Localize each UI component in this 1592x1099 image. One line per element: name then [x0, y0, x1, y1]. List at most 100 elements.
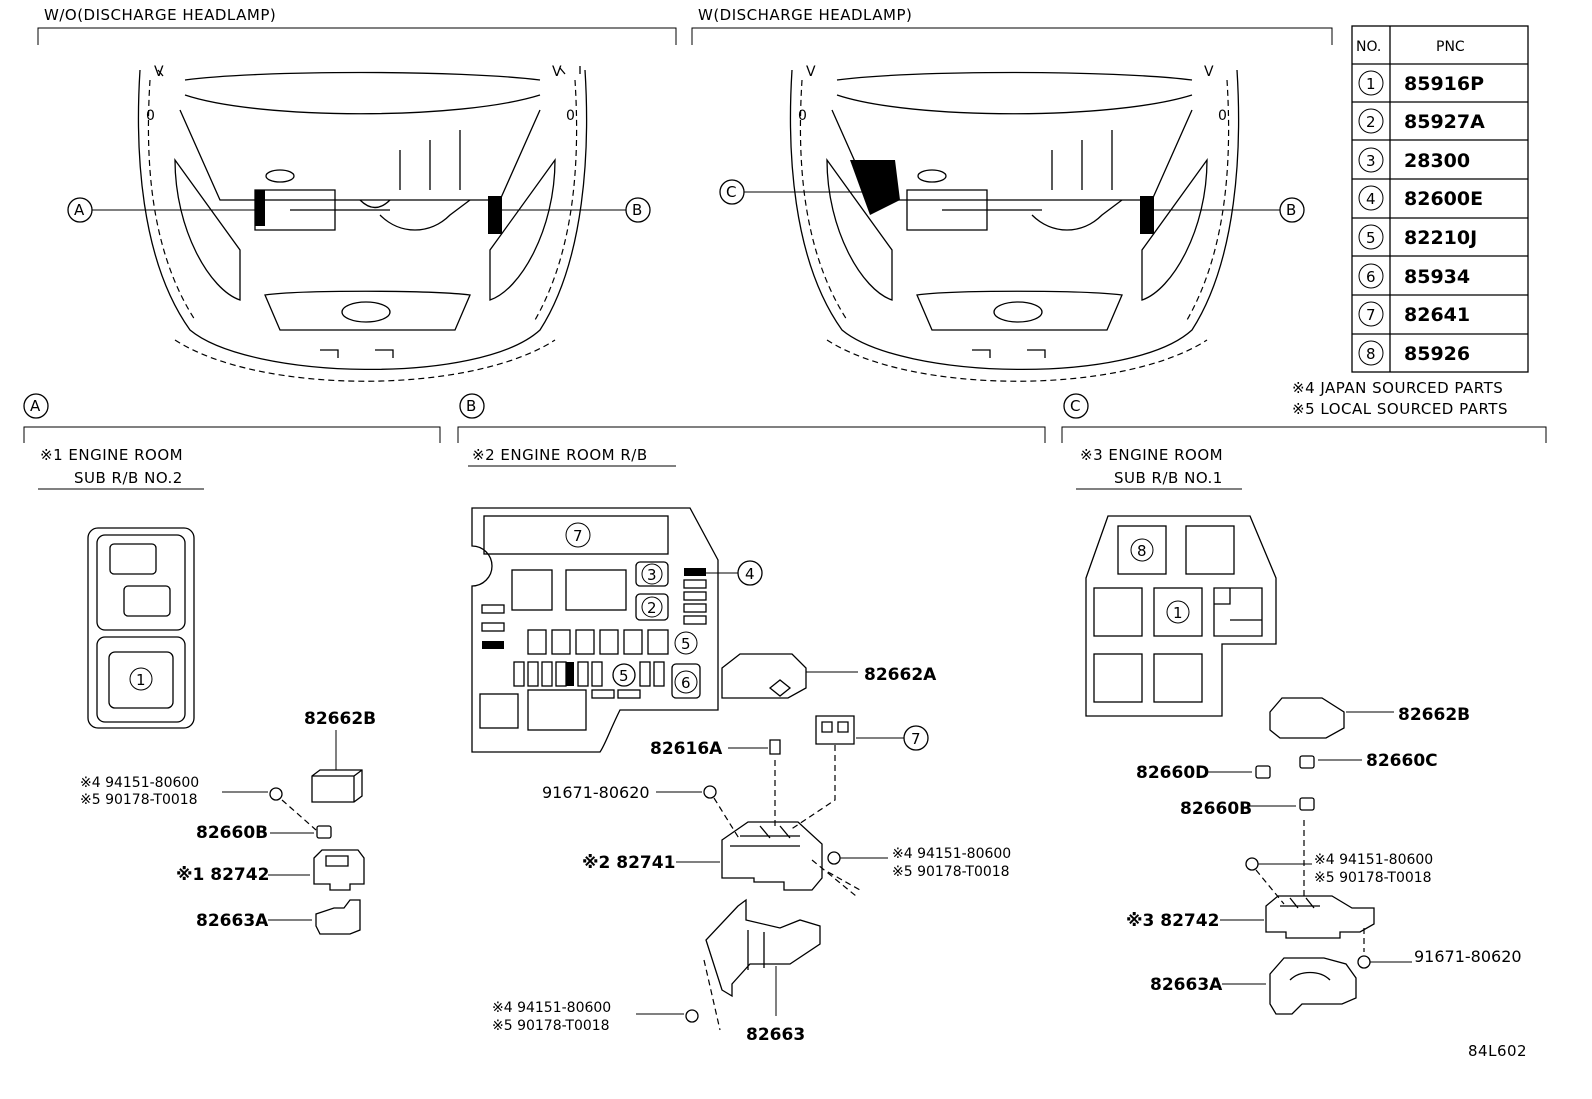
callout-a-label: A [74, 201, 85, 219]
bolt-a [269, 787, 283, 801]
note-japan-sourced: ※4 JAPAN SOURCED PARTS [1292, 379, 1503, 397]
callout-7-circle [903, 725, 929, 751]
svg-text:V: V [806, 64, 816, 80]
callout-b2-label: B [1286, 201, 1296, 219]
note4-a: ※4 94151-80600 [80, 775, 199, 791]
table-row-pnc: 82600E [1404, 188, 1483, 210]
svg-text:0: 0 [146, 108, 155, 124]
part-82663: 82663 [746, 1025, 805, 1045]
engine-room-rb-box: 7 3 2 5 5 6 [471, 507, 719, 753]
diagram-id: 84L602 [1468, 1042, 1527, 1060]
callout-7-label: 7 [911, 730, 921, 748]
fuse-82616A [769, 739, 781, 755]
part-82660B-a: 82660B [196, 823, 268, 843]
bracket-82663A-a [315, 899, 361, 935]
part-82742-c: ※3 82742 [1126, 911, 1219, 931]
part-82663A-a: 82663A [196, 911, 269, 931]
svg-text:0: 0 [798, 108, 807, 124]
svg-text:5: 5 [681, 635, 691, 653]
svg-text:1: 1 [136, 671, 146, 689]
cover-82662A [721, 653, 807, 699]
part-82662A: 82662A [864, 665, 937, 685]
part-91671-b: 91671-80620 [542, 783, 650, 802]
pnc-table: NO. PNC 1 85916P 2 85927A 3 28300 4 8260… [1351, 25, 1529, 373]
svg-text:7: 7 [573, 527, 583, 545]
note4-b: ※4 94151-80600 [892, 846, 1011, 862]
part-82662B-a: 82662B [304, 709, 376, 729]
section-a-title-1: ※1 ENGINE ROOM [40, 446, 183, 464]
part-82663A-c: 82663A [1150, 975, 1223, 995]
svg-text:2: 2 [647, 599, 657, 617]
part-82741: ※2 82741 [582, 853, 675, 873]
relay-block-7 [815, 715, 855, 745]
table-row-no: 3 [1366, 152, 1376, 170]
table-row-no: 2 [1366, 113, 1376, 131]
header-wo-discharge: W/O(DISCHARGE HEADLAMP) [44, 6, 276, 24]
section-b-bracket [457, 426, 1046, 443]
callout-4-label: 4 [745, 565, 755, 583]
callout-4-circle [737, 560, 763, 586]
note4-b2: ※4 94151-80600 [492, 1000, 611, 1016]
note5-b2: ※5 90178-T0018 [492, 1018, 610, 1034]
table-row-pnc: 82641 [1404, 304, 1470, 326]
block-82742-a [313, 849, 365, 891]
table-row-pnc: 85916P [1404, 73, 1484, 95]
cover-82662B-c [1269, 697, 1345, 739]
bolt-b2 [685, 1009, 699, 1023]
bracket-82663A-c [1269, 957, 1357, 1015]
svg-text:V: V [154, 64, 164, 80]
bolt-b [827, 851, 841, 865]
table-row-pnc: 85934 [1404, 266, 1470, 288]
section-c-title-1: ※3 ENGINE ROOM [1080, 446, 1223, 464]
block-82741 [721, 821, 823, 891]
engine-bay-illustration-left: V V 0 0 [137, 64, 588, 382]
sub-rb-no1-box: 8 1 [1085, 515, 1277, 717]
callout-b-label: B [632, 201, 642, 219]
svg-text:0: 0 [566, 108, 575, 124]
section-c-label: C [1070, 397, 1080, 415]
svg-text:6: 6 [681, 674, 691, 692]
note4-c: ※4 94151-80600 [1314, 852, 1433, 868]
note-local-sourced: ※5 LOCAL SOURCED PARTS [1292, 400, 1508, 418]
note5-c: ※5 90178-T0018 [1314, 870, 1432, 886]
section-a-circle [23, 393, 49, 419]
table-row-pnc: 85926 [1404, 343, 1470, 365]
bolt-c [1245, 857, 1259, 871]
section-a-label: A [30, 397, 41, 415]
section-b-circle [459, 393, 485, 419]
svg-text:3: 3 [647, 566, 657, 584]
table-row-no: 5 [1366, 229, 1376, 247]
svg-text:5: 5 [619, 667, 629, 685]
svg-text:0: 0 [1218, 108, 1227, 124]
sub-rb-no2-box: 1 [87, 527, 195, 729]
clip-82660D [1255, 765, 1271, 779]
svg-text:V: V [552, 64, 562, 80]
part-82662B-c: 82662B [1398, 705, 1470, 725]
header-bracket-left [37, 27, 677, 45]
header-w-discharge: W(DISCHARGE HEADLAMP) [698, 6, 912, 24]
table-row-no: 7 [1366, 306, 1376, 324]
section-a-title-2: SUB R/B NO.2 [74, 469, 183, 487]
table-row-no: 6 [1366, 268, 1376, 286]
cover-82662B-a [311, 769, 363, 803]
section-c-bracket [1061, 426, 1547, 443]
section-c-title-2: SUB R/B NO.1 [1114, 469, 1223, 487]
table-row-pnc: 28300 [1404, 150, 1470, 172]
svg-text:8: 8 [1137, 542, 1147, 560]
lower-case-82663 [705, 898, 821, 998]
part-82616A: 82616A [650, 739, 723, 759]
table-row-no: 1 [1366, 75, 1376, 93]
section-a-bracket [23, 426, 441, 443]
table-header-pnc: PNC [1436, 39, 1465, 55]
table-row-pnc: 82210J [1404, 227, 1477, 249]
block-82742-c [1265, 895, 1375, 939]
header-bracket-right [691, 27, 1333, 45]
part-82660D: 82660D [1136, 763, 1209, 783]
callout-c-label: C [726, 183, 736, 201]
part-82660B-c: 82660B [1180, 799, 1252, 819]
section-b-title: ※2 ENGINE ROOM R/B [472, 446, 648, 464]
clip-82660B-c [1299, 797, 1315, 811]
table-row-no: 4 [1366, 190, 1376, 208]
part-91671-c: 91671-80620 [1414, 947, 1522, 966]
